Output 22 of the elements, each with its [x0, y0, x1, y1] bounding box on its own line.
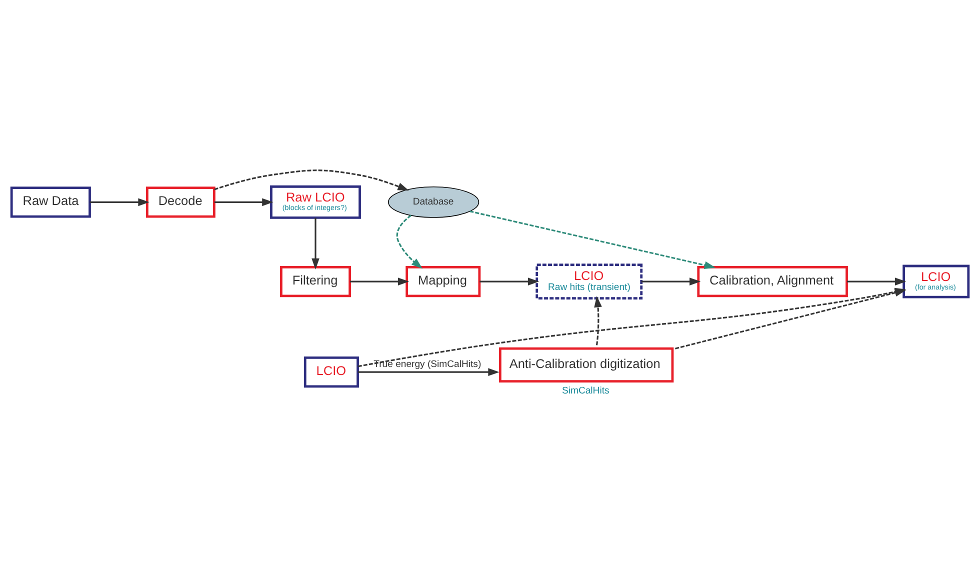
arrow: [847, 278, 906, 286]
node-box: Mapping: [406, 266, 481, 298]
node-box: LCIO Raw hits (transient): [536, 264, 643, 300]
arrow: [90, 198, 150, 206]
node-box: LCIO: [304, 356, 359, 388]
node-box: Decode: [146, 186, 216, 218]
arrow: [214, 170, 409, 191]
arrow: [358, 368, 500, 376]
node-box: Filtering: [280, 266, 351, 298]
arrow: [594, 296, 602, 346]
arrow: [641, 278, 701, 286]
node-label: SimCalHits: [562, 385, 610, 396]
arrow: [480, 278, 540, 286]
node-box: Raw Data: [10, 186, 91, 218]
arrow: [350, 278, 410, 286]
arrow: [470, 210, 716, 269]
node-box: Anti-Calibration digitization: [498, 347, 674, 382]
arrow: [214, 198, 274, 206]
arrow: [312, 218, 320, 270]
arrow: [396, 214, 423, 269]
node-ellipse: Database: [388, 186, 480, 218]
node-box: Calibration, Alignment: [697, 266, 848, 298]
